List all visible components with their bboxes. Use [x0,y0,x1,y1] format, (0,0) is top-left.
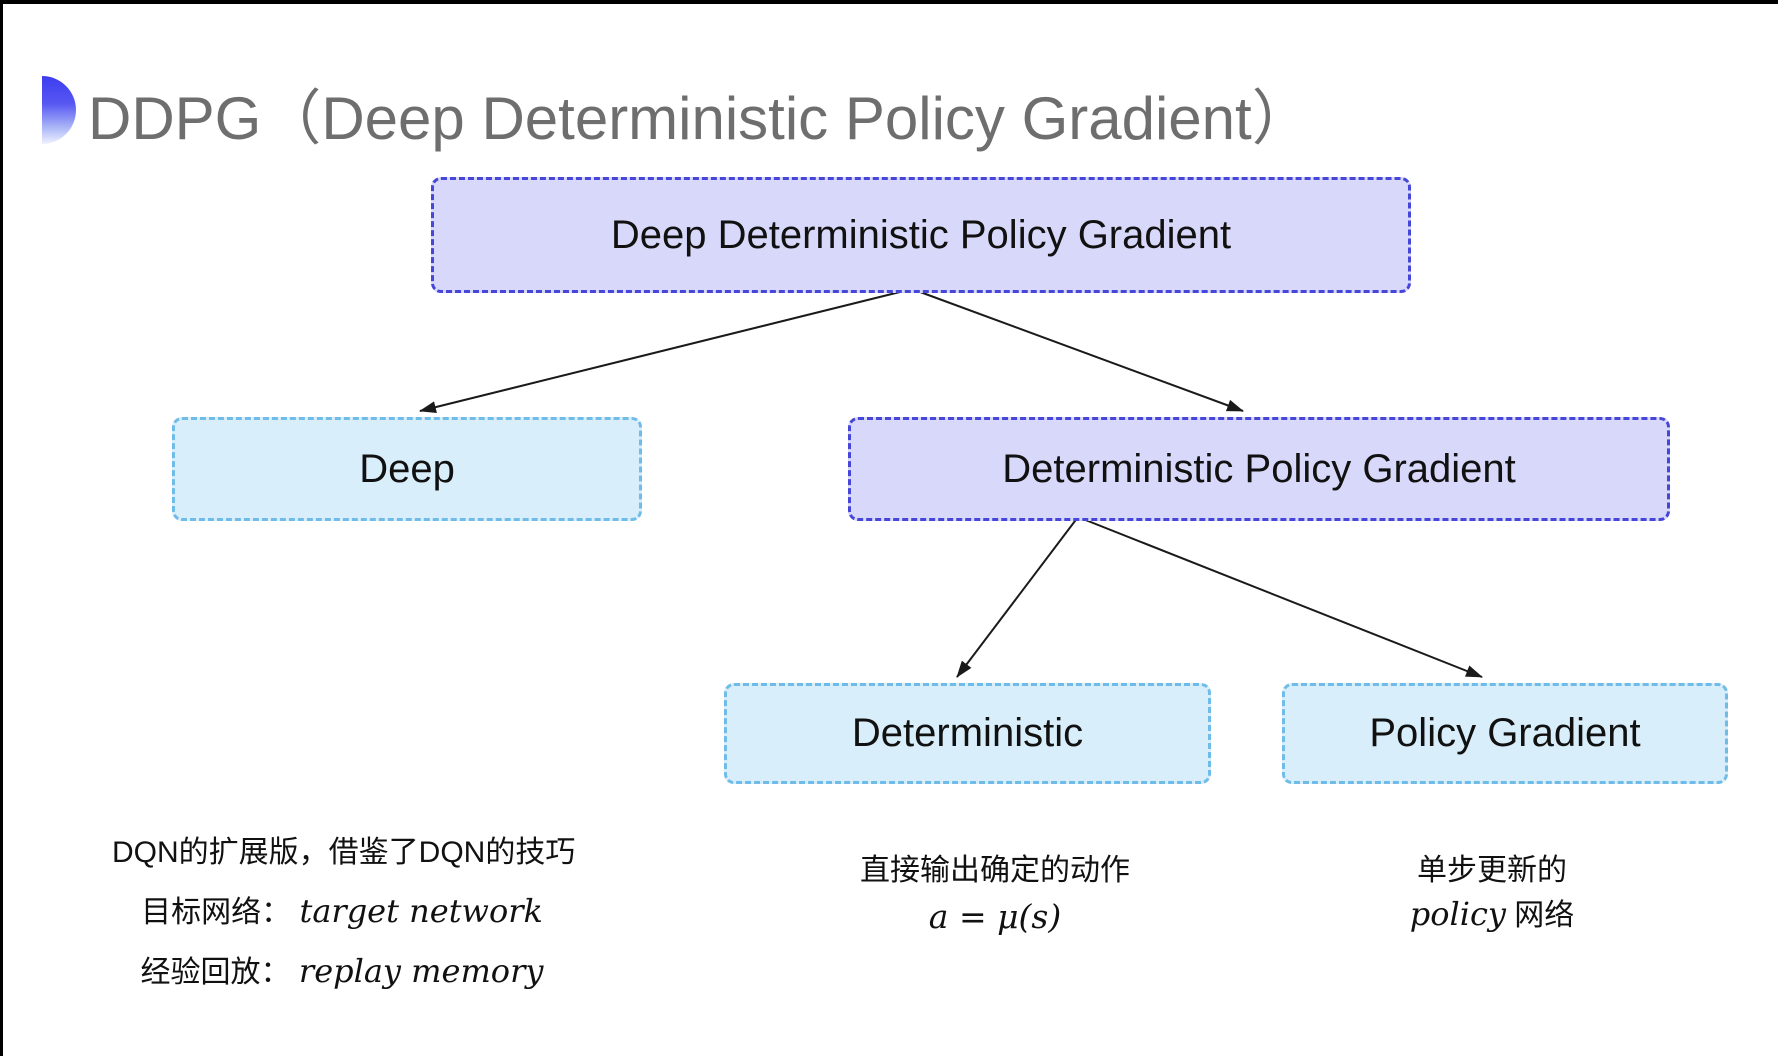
note-policy-gradient: 单步更新的 policy 网络 [1292,856,1692,943]
note-text: 网络 [1505,899,1575,932]
slide-title: DDPG（Deep Deterministic Policy Gradient） [88,85,1312,152]
note-line: 经验回放： replay memory [112,955,572,988]
node-label: Deep [359,446,455,491]
note-term: replay memory [298,952,544,990]
note-line: 目标网络： target network [112,895,572,928]
window-edge-left [0,0,3,1056]
note-line: policy 网络 [1292,898,1692,931]
note-line: 单步更新的 [1292,856,1692,886]
note-term: policy [1409,895,1506,933]
node-deep: Deep [172,417,642,521]
note-line: 直接输出确定的动作 [795,856,1195,886]
node-ddpg-root: Deep Deterministic Policy Gradient [431,177,1411,293]
note-text: DQN的扩展版，借鉴了DQN的技巧 [112,836,576,869]
note-label: 目标网络： [141,896,300,929]
note-line: a = μ(s) [795,900,1195,934]
note-text: 直接输出确定的动作 [860,854,1130,887]
note-term: target network [299,892,543,930]
node-deterministic: Deterministic [724,683,1211,784]
note-deterministic: 直接输出确定的动作 a = μ(s) [795,856,1195,948]
note-formula: a = μ(s) [928,897,1062,936]
node-policy-gradient: Policy Gradient [1282,683,1728,784]
node-label: Policy Gradient [1369,711,1641,755]
note-text: 单步更新的 [1417,854,1567,887]
node-label: Deterministic Policy Gradient [1002,446,1516,491]
node-label: Deterministic [851,711,1084,755]
bullet-half-circle-icon [42,76,76,144]
note-line: DQN的扩展版，借鉴了DQN的技巧 [112,836,576,869]
note-deep-dqn: DQN的扩展版，借鉴了DQN的技巧 目标网络： target network 经… [112,836,576,988]
arrow-root-to-dpg [911,288,1244,412]
node-label: Deep Deterministic Policy Gradient [610,212,1232,257]
note-label: 经验回放： [140,956,299,989]
node-deterministic-policy-gradient: Deterministic Policy Gradient [848,417,1670,521]
arrow-dpg-to-policy-gradient [1077,516,1483,678]
window-edge-top [0,0,1778,4]
arrow-root-to-deep [419,288,913,413]
arrow-dpg-to-deterministic [956,516,1079,678]
